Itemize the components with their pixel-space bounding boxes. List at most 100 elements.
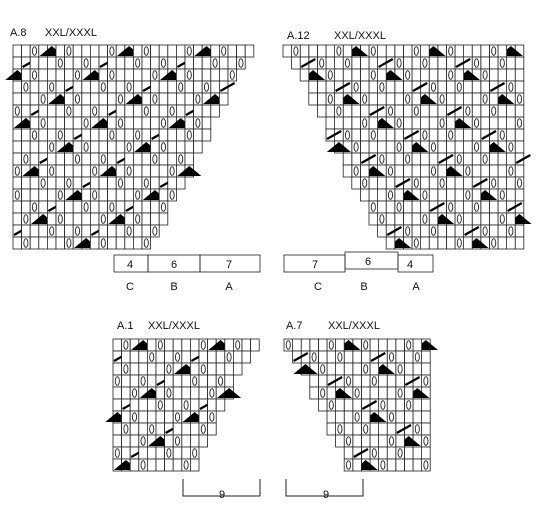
chart-a8-cell — [115, 128, 126, 142]
yarn-over-symbol — [354, 388, 360, 398]
chart-a1-cell — [155, 350, 166, 364]
chart-a12-cell — [316, 104, 327, 118]
chart-a8-cell — [227, 56, 238, 70]
yarn-over-symbol — [516, 94, 523, 104]
chart-a7-cell — [386, 458, 397, 472]
yarn-over-symbol — [430, 226, 437, 236]
yarn-over-symbol — [337, 352, 343, 362]
yarn-over-symbol — [174, 352, 181, 362]
yarn-over-symbol — [123, 424, 129, 434]
chart-a1-cell — [198, 350, 209, 364]
chart-a8-cell — [29, 152, 40, 166]
yarn-over-symbol — [370, 202, 376, 212]
yarn-over-symbol — [169, 106, 175, 116]
yarn-over-symbol — [57, 58, 63, 68]
chart-a8-cell — [55, 68, 66, 82]
yarn-over-symbol — [456, 214, 462, 224]
decrease-symbol — [396, 424, 412, 434]
chart-a12-cell — [480, 212, 490, 226]
chart-a7-size: XXL/XXXL — [328, 320, 380, 332]
yarn-over-symbol — [516, 178, 523, 188]
chart-a7-cell — [421, 350, 431, 364]
chart-a12-cell — [325, 44, 336, 58]
chart-a8-cell — [132, 236, 143, 250]
yarn-over-symbol — [135, 214, 141, 224]
yarn-over-symbol — [140, 460, 146, 470]
chart-a1-cell — [146, 410, 157, 424]
yarn-over-symbol — [49, 166, 55, 176]
chart-a1-name: A.1 — [117, 320, 134, 332]
chart-a12-cell — [488, 92, 499, 106]
chart-a1-cell — [138, 362, 148, 376]
chart-a1-cell — [189, 386, 200, 400]
yarn-over-symbol — [135, 190, 141, 200]
chart-a7-cell — [335, 410, 345, 424]
chart-a8-cell — [29, 92, 40, 106]
chart-a12-cell — [514, 104, 525, 118]
chart-a8-cell — [90, 128, 100, 142]
chart-a12-cell — [463, 128, 473, 142]
chart-a12-cell — [368, 188, 379, 202]
chart-a12-cell — [428, 56, 439, 70]
chart-a12-cell — [506, 188, 516, 202]
chart-a7-cell — [421, 398, 431, 412]
chart-a8-cell — [141, 92, 152, 106]
yarn-over-symbol — [499, 190, 505, 200]
chart-a8-cell — [218, 56, 229, 70]
chart-a12-cell — [351, 68, 361, 82]
chart-a7-cell — [360, 410, 371, 424]
chart-a12-cell — [299, 68, 310, 82]
chart-a1-cell — [112, 362, 123, 376]
chart-a12-cell — [454, 140, 465, 154]
chart-a12-cell — [437, 56, 447, 70]
chart-a1-cell — [164, 434, 174, 448]
yarn-over-symbol — [135, 130, 141, 140]
chart-a8-cell — [21, 68, 31, 82]
yarn-over-symbol — [31, 46, 38, 56]
chart-a8-cell — [21, 92, 31, 106]
yarn-over-symbol — [491, 238, 497, 248]
chart-a7-cell — [378, 434, 388, 448]
chart-a12-cell — [394, 104, 404, 118]
yarn-over-symbol — [40, 118, 46, 128]
yarn-over-symbol — [66, 178, 72, 188]
chart-a12-cell — [334, 116, 344, 130]
chart-a1-cell — [172, 398, 183, 412]
chart-a8-cell — [72, 44, 83, 58]
decrease-symbol — [326, 130, 342, 140]
chart-a1-cell — [172, 338, 183, 352]
chart-a8-cell — [72, 176, 83, 190]
chart-a8-cell — [115, 104, 126, 118]
chart-a8-cell — [158, 80, 169, 94]
chart-a8-cell — [218, 92, 229, 106]
chart-a1-cell — [189, 398, 200, 412]
chart-a8-cell — [115, 224, 126, 238]
chart-a8-cell — [218, 68, 229, 82]
chart-a12-cell — [514, 236, 525, 250]
chart-a12-cell — [359, 80, 370, 94]
chart-a8-cell — [124, 188, 134, 202]
yarn-over-symbol — [388, 352, 395, 362]
chart-a12-cell — [463, 236, 473, 250]
chart-a7-cell — [412, 410, 423, 424]
yarn-over-symbol — [66, 46, 72, 56]
chart-a12-cell — [342, 164, 353, 178]
chart-a8-cell — [21, 44, 31, 58]
chart-a7-cell — [360, 374, 371, 388]
chart-a8-cell — [150, 80, 160, 94]
chart-a12-cell — [445, 80, 456, 94]
chart-a8-cell — [72, 212, 83, 226]
chart-a8-cell — [210, 80, 220, 94]
chart-a8-cell — [38, 80, 48, 94]
yarn-over-symbol — [166, 364, 172, 374]
chart-a7-cell — [369, 422, 380, 436]
chart-a8-cell — [115, 200, 126, 214]
chart-a12-cell — [454, 188, 465, 202]
chart-a8-cell — [81, 224, 91, 238]
chart-a12-cell — [411, 224, 422, 238]
chart-a8-cell — [167, 92, 177, 106]
yarn-over-symbol — [482, 94, 488, 104]
chart-a8-cell — [167, 44, 177, 58]
chart-a12-cell — [437, 164, 447, 178]
chart-a8-cell — [201, 128, 212, 142]
